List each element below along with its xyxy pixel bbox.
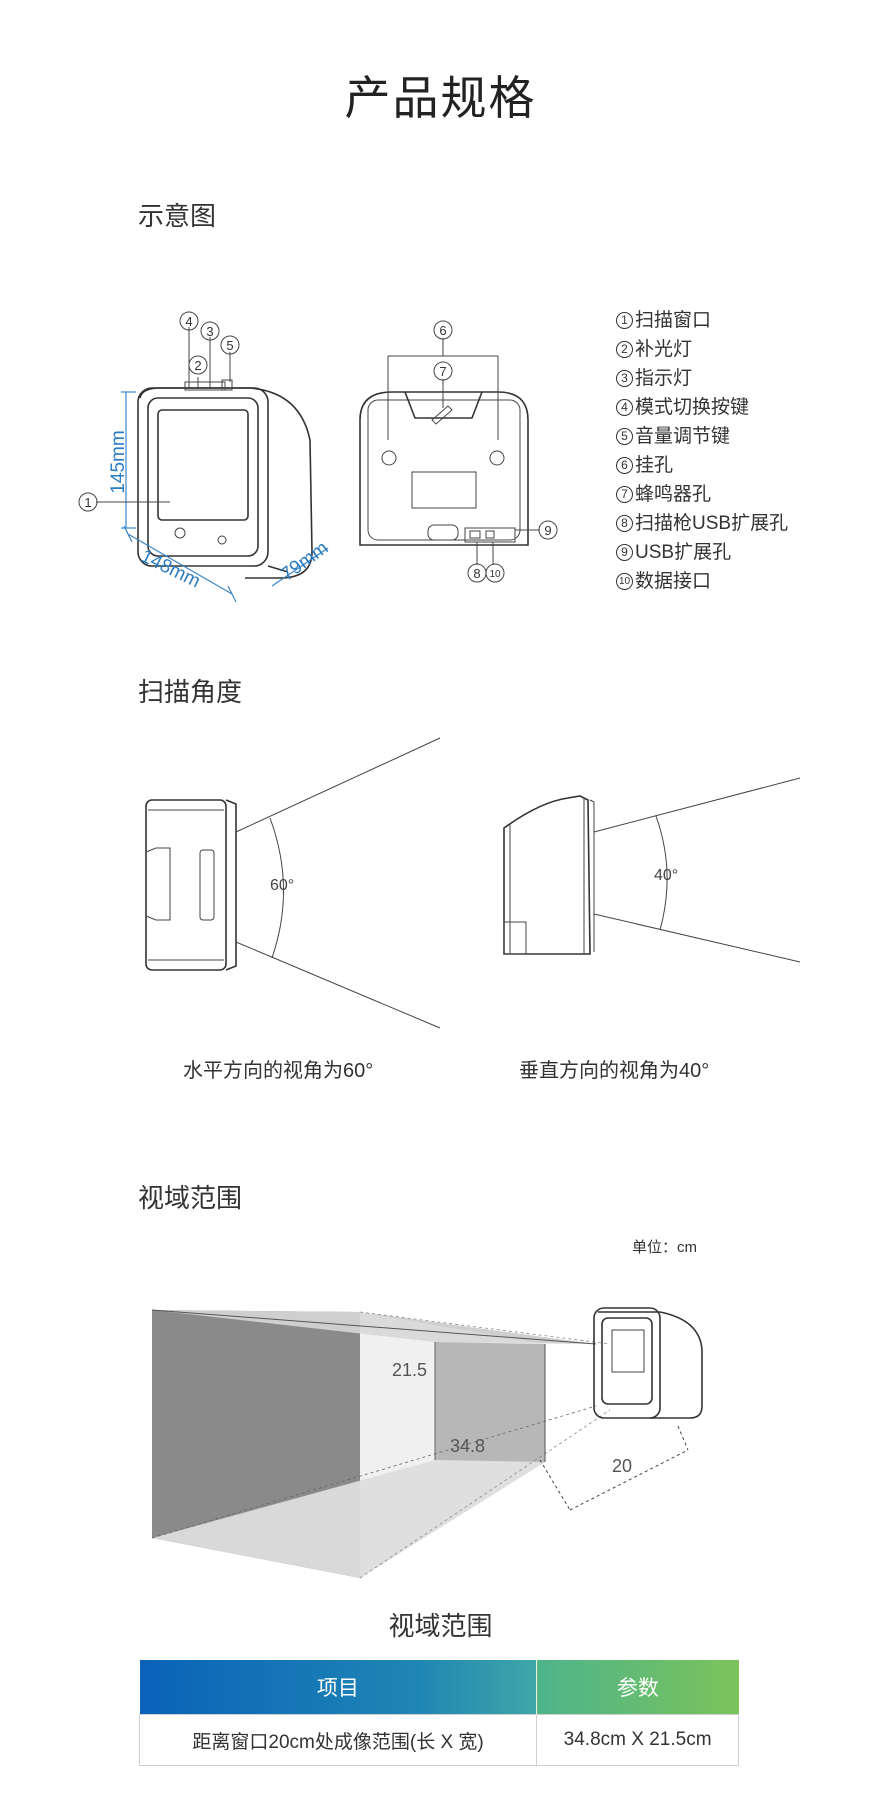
section-title-scan-angle: 扫描角度 — [138, 677, 243, 707]
fov-width-label: 34.8 — [450, 1436, 485, 1456]
callout-7 — [433, 361, 453, 381]
callout-8-label: 8 — [473, 566, 480, 581]
callout-9 — [538, 520, 558, 540]
vertical-device-drawing — [503, 795, 595, 955]
callout-3-label: 3 — [206, 324, 213, 339]
vertical-angle-label: 40° — [654, 867, 678, 884]
callout-1-label: 1 — [84, 495, 91, 510]
fov-box — [151, 1309, 611, 1579]
back-callouts: 6 7 9 8 10 — [387, 320, 558, 583]
scan-angle-diagram: 60° 40° — [145, 737, 801, 1029]
dim-width-label: 148mm — [137, 546, 203, 593]
table-header-item: 项目 — [139, 1660, 537, 1715]
callout-9-label: 9 — [544, 523, 551, 538]
callout-6 — [433, 320, 453, 340]
callout-5 — [220, 335, 240, 355]
unit-label: 单位：cm — [632, 1239, 697, 1256]
distance-dim-line — [539, 1425, 689, 1511]
horizontal-angle-caption: 水平方向的视角为60° — [183, 1060, 374, 1082]
callout-10 — [485, 563, 505, 583]
field-of-view-diagram: 21.5 34.8 20 — [151, 1307, 703, 1579]
dim-height-label: 145mm — [108, 430, 129, 493]
callout-1 — [78, 492, 98, 512]
callout-6-label: 6 — [439, 323, 446, 338]
table-cell-param: 34.8cm X 21.5cm — [536, 1714, 739, 1766]
page-title: 产品规格 — [344, 72, 537, 124]
fov-device-drawing — [593, 1307, 703, 1419]
callout-4-label: 4 — [185, 314, 192, 329]
table-title: 视域范围 — [388, 1611, 493, 1641]
horizontal-angle-label: 60° — [270, 877, 294, 894]
callout-2-label: 2 — [194, 358, 201, 373]
fov-distance-label: 20 — [612, 1456, 632, 1476]
callout-3 — [200, 321, 220, 341]
callout-5-label: 5 — [226, 338, 233, 353]
callout-10-label: 10 — [489, 569, 501, 580]
section-title-diagram: 示意图 — [138, 201, 217, 231]
table-header-param: 参数 — [536, 1660, 739, 1715]
dimension-lines — [121, 391, 329, 603]
device-front-diagram: 145mm 148mm 79mm 4 3 2 5 1 — [78, 311, 558, 603]
dim-depth-label: 79mm — [277, 538, 332, 586]
section-title-field-of-view: 视域范围 — [138, 1183, 243, 1213]
table-header-row: 项目 参数 — [139, 1660, 739, 1715]
front-callouts: 4 3 2 5 1 — [78, 311, 240, 512]
callout-7-label: 7 — [439, 364, 446, 379]
horizontal-device-drawing — [145, 799, 237, 971]
fov-height-label: 21.5 — [392, 1360, 427, 1380]
vertical-angle-caption: 垂直方向的视角为40° — [519, 1060, 710, 1082]
callout-2 — [188, 355, 208, 375]
table-row: 距离窗口20cm处成像范围(长 X 宽) 34.8cm X 21.5cm — [138, 1714, 739, 1766]
vertical-fov-lines — [593, 777, 801, 963]
callout-4 — [179, 311, 199, 331]
device-front-body — [137, 379, 313, 579]
spec-table: 项目 参数 距离窗口20cm处成像范围(长 X 宽) 34.8cm X 21.5… — [138, 1660, 739, 1766]
horizontal-fov-lines — [235, 737, 441, 1029]
table-cell-item: 距离窗口20cm处成像范围(长 X 宽) — [138, 1714, 538, 1766]
device-back-diagram — [359, 391, 529, 546]
